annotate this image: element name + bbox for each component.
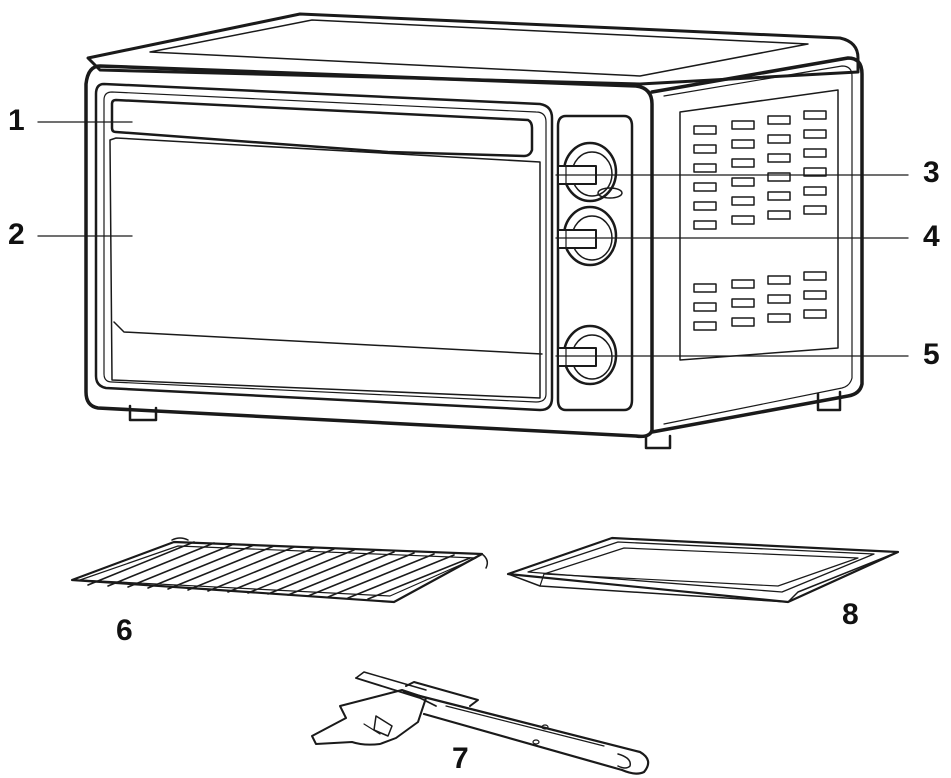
callout-2: 2 <box>8 218 25 251</box>
knob-function[interactable] <box>557 205 618 267</box>
foot-front-right <box>644 434 672 450</box>
side-vents <box>693 110 827 331</box>
oven-door <box>94 82 554 412</box>
foot-left <box>128 404 158 422</box>
door-handle <box>110 98 534 158</box>
callout-4: 4 <box>923 220 940 253</box>
wire-rack <box>70 537 489 604</box>
knob-timer[interactable] <box>557 324 618 386</box>
callout-7: 7 <box>452 742 469 775</box>
oven-front-frame <box>84 64 654 439</box>
oven-top <box>86 12 860 86</box>
foot-back-right <box>816 390 842 412</box>
knob-temperature[interactable] <box>557 141 618 203</box>
indicator-light <box>597 187 623 199</box>
callout-1: 1 <box>8 104 25 137</box>
baking-tray <box>506 536 900 604</box>
callout-3: 3 <box>923 156 940 189</box>
callout-6: 6 <box>116 614 133 647</box>
callout-8: 8 <box>842 598 859 631</box>
callout-5: 5 <box>923 338 940 371</box>
oven-side-panel <box>650 56 864 434</box>
door-glass <box>109 137 541 399</box>
leader-lines <box>37 121 909 357</box>
rack-handle <box>311 671 650 775</box>
oven-body <box>84 12 864 450</box>
control-panel <box>556 114 634 412</box>
